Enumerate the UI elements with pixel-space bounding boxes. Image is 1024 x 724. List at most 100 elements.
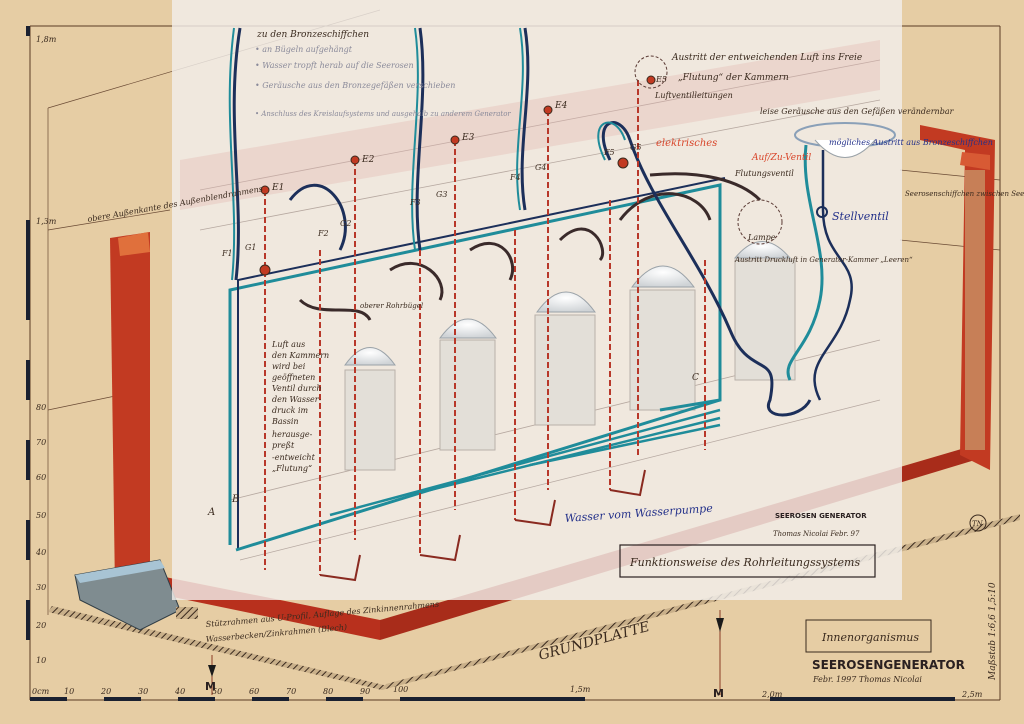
teal-pipe <box>329 408 721 517</box>
function-title-box: Funktionsweise des Rohrleitungssystems <box>619 544 876 578</box>
flow-label: F4 <box>509 173 521 182</box>
lamp-dome <box>631 265 695 288</box>
monogram-text: TN <box>972 520 984 528</box>
flooding-note: „Flutung“ der Kammern <box>678 72 789 83</box>
lamp-dome <box>733 241 792 259</box>
possible-exit-note: mögliches Austritt aus Bronzeschiffchen <box>829 138 993 147</box>
note-line: den Wasser- <box>272 395 322 404</box>
electric-valve <box>617 157 629 169</box>
note-line: Bassin <box>271 417 299 426</box>
marker-m: M <box>713 687 724 700</box>
grey-note: • Anschluss des Kreislaufsystems und aus… <box>255 110 511 118</box>
valve-marker <box>260 185 270 195</box>
h-tick: 70 <box>286 687 296 696</box>
to-boats-note: zu den Bronzeschiffchen <box>256 30 369 40</box>
flood-valve-note: Flutungsventil <box>734 169 794 178</box>
point-label-a: A <box>207 507 215 518</box>
monogram: TN <box>969 514 987 532</box>
h-tick: 30 <box>138 687 148 696</box>
flow-label: F5 <box>603 148 615 157</box>
note-line: wird bei <box>272 362 306 371</box>
h-tick: 40 <box>174 687 185 696</box>
lamp-dome <box>344 347 396 366</box>
lamp-note: Lampe <box>747 233 776 242</box>
h-tick: 60 <box>249 687 259 696</box>
valve-label: E1 <box>271 183 284 193</box>
h-tick: 100 <box>393 685 408 694</box>
h-tick: 50 <box>212 687 222 696</box>
v-tick: 70 <box>36 438 46 447</box>
valve-marker <box>350 155 360 165</box>
valve-label: E3 <box>461 133 475 143</box>
valve-label: E2 <box>361 155 375 165</box>
function-title: Funktionsweise des Rohrleitungssystems <box>629 556 860 569</box>
stamp-title: SEEROSEN GENERATOR <box>775 512 867 520</box>
flow-label: F3 <box>409 198 421 207</box>
horizontal-scale: 0cm 10 20 30 40 50 60 70 80 90 100 1,5m … <box>30 685 983 701</box>
scale-label: Maßstab 1:6,6 1,5:10 <box>988 582 998 681</box>
gate-label: G4 <box>535 163 546 172</box>
v-tick: 30 <box>36 583 46 592</box>
pipe-network <box>228 27 853 582</box>
teal-pipe <box>228 183 722 545</box>
open-close-note: Auf/Zu-Ventil <box>751 153 811 163</box>
v-tick: 1,3m <box>36 217 57 226</box>
right-note: Seerosenschiffchen zwischen Seerosen sch… <box>905 190 1024 198</box>
gate-label: G3 <box>436 190 447 199</box>
riser-pipe <box>415 27 425 251</box>
valve-marker <box>646 75 656 85</box>
chambers <box>344 259 796 471</box>
h-tick: 2,5m <box>961 690 983 699</box>
grey-note: • Wasser tropft herab auf die Seerosen <box>255 61 414 70</box>
electric-valve <box>259 264 271 276</box>
noises-note: leise Geräusche aus den Gefäßen veränder… <box>760 107 955 116</box>
air-valves-note: Luftventilleitungen <box>654 91 733 100</box>
v-tick: 10 <box>36 656 46 665</box>
h-tick: 20 <box>100 687 111 696</box>
title-block: Innenorganismus SEEROSENGENERATOR Febr. … <box>805 582 998 684</box>
note-line: -entweicht <box>272 453 316 462</box>
lamps <box>344 122 896 366</box>
marker-m: M <box>205 680 216 693</box>
vertical-scale: 1,8m 1,3m 80 70 60 50 40 30 20 10 <box>26 26 57 665</box>
v-tick: 80 <box>36 403 46 412</box>
air-chamber-note: Luft aus den Kammern wird bei geöffneten… <box>271 340 329 473</box>
flow-label: F1 <box>221 249 233 258</box>
stellventil-marker <box>816 206 828 218</box>
control-valve-note: Stellventil <box>832 210 889 223</box>
stamp: SEEROSEN GENERATOR Thomas Nicolai Febr. … <box>773 512 867 538</box>
h-tick: 2,0m <box>761 690 783 699</box>
air-exit-note: Austritt der entweichenden Luft ins Frei… <box>671 53 862 63</box>
v-tick: 20 <box>35 621 46 630</box>
subject-label: Innenorganismus <box>821 631 919 644</box>
note-line: Luft aus <box>271 340 305 349</box>
note-line: preßt <box>272 441 295 450</box>
note-line: druck im <box>272 406 309 415</box>
flow-label: F2 <box>317 229 329 238</box>
lamp-dome <box>536 291 596 313</box>
v-tick: 60 <box>36 473 46 482</box>
riser-pipe <box>520 27 530 211</box>
pressure-air-note: Austritt Druckluft in Generator-Kammer „… <box>734 256 913 264</box>
stamp-author: Thomas Nicolai Febr. 97 <box>773 530 860 538</box>
navy-pipe <box>237 177 726 550</box>
note-line: „Flutung“ <box>272 464 312 473</box>
h-tick: 0cm <box>32 687 50 696</box>
note-line: Ventil durch <box>272 384 322 393</box>
h-tick: 1,5m <box>570 685 591 694</box>
upper-bow-note: oberer Rohrbügel <box>360 302 423 310</box>
main-credit: Febr. 1997 Thomas Nicolai <box>812 675 922 684</box>
grey-note: • Geräusche aus den Bronzegefäßen versch… <box>255 81 455 90</box>
riser-pipe <box>232 27 242 281</box>
v-tick: 1,8m <box>36 35 57 44</box>
gate-label: G5 <box>630 143 641 152</box>
note-line: den Kammern <box>272 351 329 360</box>
teal-pipe <box>429 416 721 492</box>
h-tick: 90 <box>360 687 370 696</box>
gate-label: G1 <box>245 243 256 252</box>
water-tray <box>74 559 198 631</box>
valve-labels: E1 E2 E3 E4 E5 F1 F2 F3 F4 F5 G1 G2 G3 G… <box>207 75 699 518</box>
point-label-c: C <box>692 373 699 383</box>
valve-label: E5 <box>655 75 667 84</box>
